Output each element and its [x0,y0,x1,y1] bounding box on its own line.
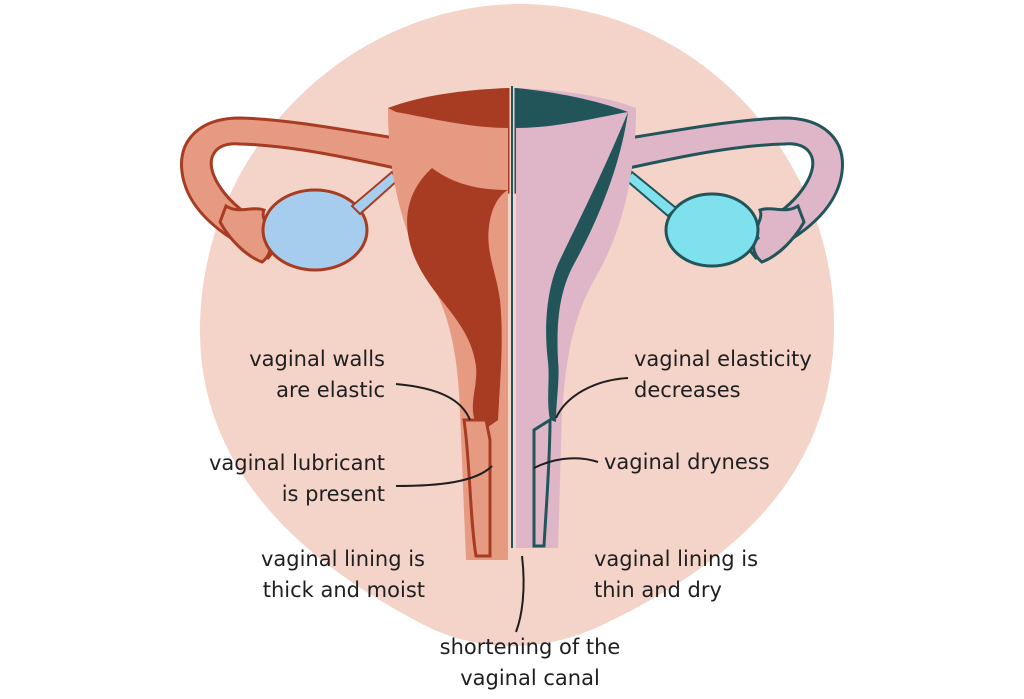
label-elasticity-decreases: vaginal elasticity decreases [634,347,812,402]
label-canal-shortening: shortening of the vaginal canal [439,635,621,690]
healthy-uterine-lining [407,88,508,430]
healthy-vaginal-canal [462,418,492,558]
label-lubricant-present: vaginal lubricant is present [208,451,385,506]
menopause-vaginal-canal [532,417,552,548]
leader-lubricant-present [395,465,493,487]
leader-canal-shortening [515,555,525,633]
healthy-ovary [261,188,369,272]
menopause-uterine-lining [516,88,628,422]
label-walls-elastic: vaginal walls are elastic [249,347,385,402]
leader-dryness [533,457,599,469]
label-lining-thick: vaginal lining is thick and moist [260,547,425,602]
menopause-ovary [664,192,760,268]
leader-lines [395,377,629,633]
label-lining-thin: vaginal lining is thin and dry [594,547,759,602]
label-dryness: vaginal dryness [604,450,770,474]
healthy-uterus-top [388,88,508,128]
leader-walls-elastic [395,383,471,421]
leader-elasticity-decreases [555,377,629,419]
